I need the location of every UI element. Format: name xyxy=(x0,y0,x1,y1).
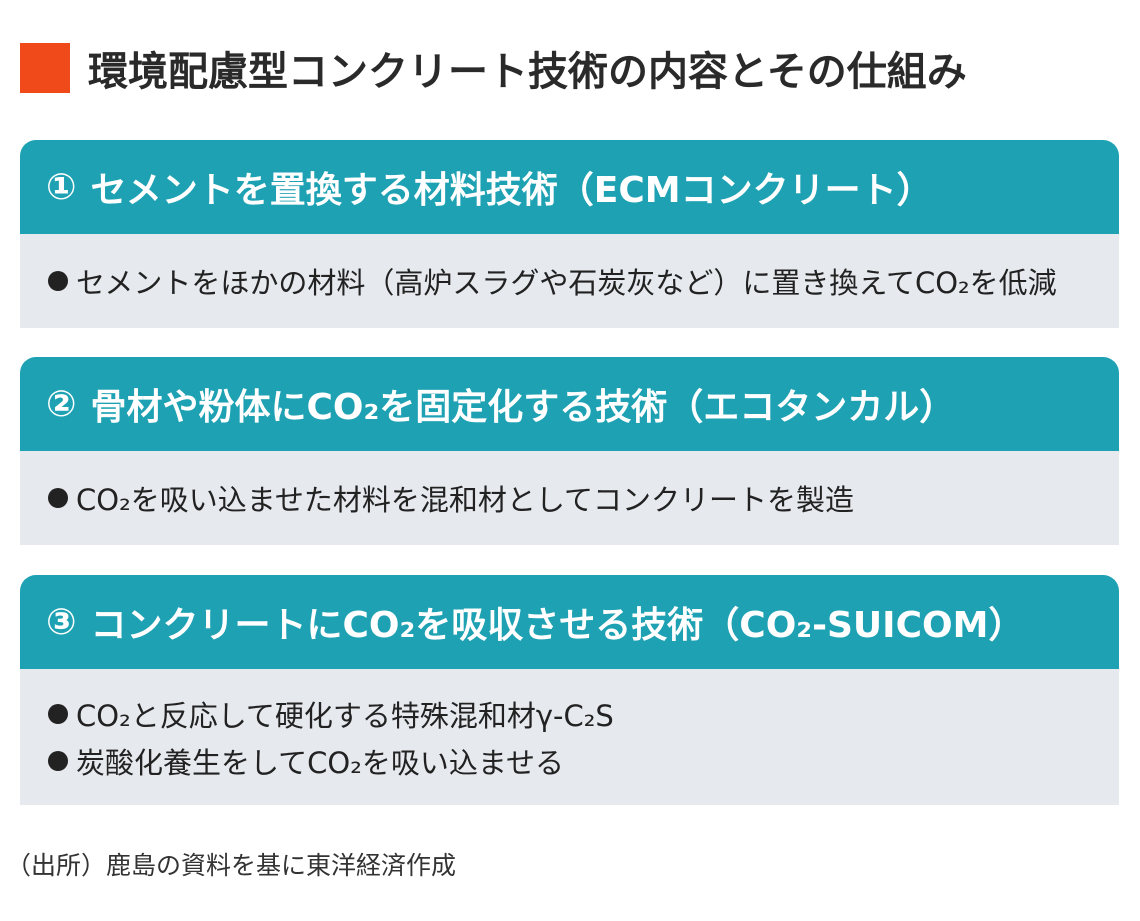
section-body: CO₂と反応して硬化する特殊混和材γ-C₂S 炭酸化養生をしてCO₂を吸い込ませ… xyxy=(20,669,1119,805)
section-ecotankaru: ② 骨材や粉体にCO₂を固定化する技術（エコタンカル） CO₂を吸い込ませた材料… xyxy=(20,357,1119,545)
section-heading: コンクリートにCO₂を吸収させる技術（CO₂-SUICOM） xyxy=(90,605,1025,646)
bullet-icon xyxy=(48,271,68,291)
section-ecm: ① セメントを置換する材料技術（ECMコンクリート） セメントをほかの材料（高炉… xyxy=(20,140,1119,328)
bullet-text: 炭酸化養生をしてCO₂を吸い込ませる xyxy=(76,745,564,780)
bullet-text: CO₂と反応して硬化する特殊混和材γ-C₂S xyxy=(76,698,614,733)
section-number: ② xyxy=(46,383,77,425)
section-suicom: ③ コンクリートにCO₂を吸収させる技術（CO₂-SUICOM） CO₂と反応し… xyxy=(20,575,1119,805)
page-title: 環境配慮型コンクリート技術の内容とその仕組み xyxy=(88,49,967,95)
section-header: ① セメントを置換する材料技術（ECMコンクリート） xyxy=(20,140,1119,234)
bullet-item: CO₂を吸い込ませた材料を混和材としてコンクリートを製造 xyxy=(48,475,1119,522)
bullet-item: セメントをほかの材料（高炉スラグや石炭灰など）に置き換えてCO₂を低減 xyxy=(48,258,1119,305)
title-marker-square xyxy=(20,43,70,93)
bullet-icon xyxy=(48,703,68,724)
bullet-icon xyxy=(48,488,68,508)
section-number: ① xyxy=(46,166,77,208)
title-row: 環境配慮型コンクリート技術の内容とその仕組み xyxy=(20,38,967,98)
source-note: （出所）鹿島の資料を基に東洋経済作成 xyxy=(6,851,457,880)
section-body: セメントをほかの材料（高炉スラグや石炭灰など）に置き換えてCO₂を低減 xyxy=(20,234,1119,328)
bullet-text: CO₂を吸い込ませた材料を混和材としてコンクリートを製造 xyxy=(76,483,854,517)
bullet-text: セメントをほかの材料（高炉スラグや石炭灰など）に置き換えてCO₂を低減 xyxy=(76,266,1057,300)
bullet-item: CO₂と反応して硬化する特殊混和材γ-C₂S xyxy=(48,690,1119,737)
bullet-icon xyxy=(48,750,68,771)
section-heading: セメントを置換する材料技術（ECMコンクリート） xyxy=(90,170,933,211)
section-number: ③ xyxy=(46,601,77,643)
section-body: CO₂を吸い込ませた材料を混和材としてコンクリートを製造 xyxy=(20,451,1119,545)
section-header: ③ コンクリートにCO₂を吸収させる技術（CO₂-SUICOM） xyxy=(20,575,1119,669)
bullet-item: 炭酸化養生をしてCO₂を吸い込ませる xyxy=(48,737,1119,784)
section-heading: 骨材や粉体にCO₂を固定化する技術（エコタンカル） xyxy=(90,387,956,428)
section-header: ② 骨材や粉体にCO₂を固定化する技術（エコタンカル） xyxy=(20,357,1119,451)
